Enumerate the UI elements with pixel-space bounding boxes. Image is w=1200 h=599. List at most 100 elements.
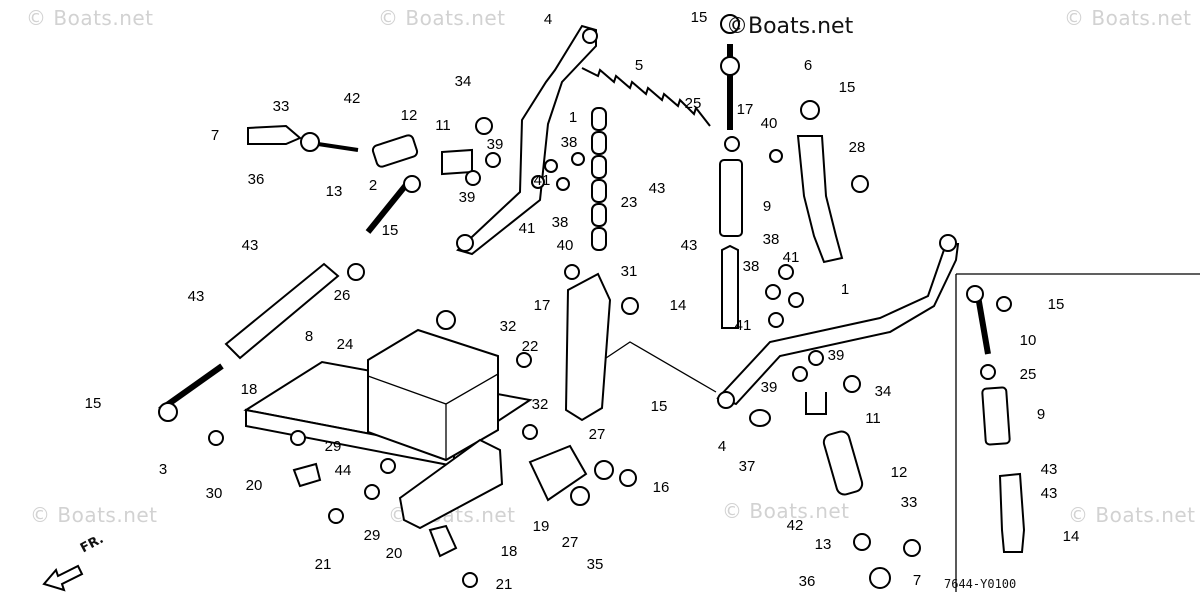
part-callout-41: 41 (735, 317, 752, 334)
part-callout-6: 6 (804, 57, 812, 74)
chain (591, 107, 607, 251)
part-callout-20: 20 (386, 545, 403, 562)
part-callout-28: 28 (849, 139, 866, 156)
part-callout-14: 14 (670, 297, 687, 314)
inset-rod-eye (966, 285, 984, 303)
part-callout-5: 5 (635, 57, 643, 74)
part-callout-39: 39 (487, 136, 504, 153)
part-callout-15: 15 (382, 222, 399, 239)
part-callout-25: 25 (1020, 366, 1037, 383)
part-callout-33: 33 (901, 494, 918, 511)
clevis-rod (721, 244, 739, 329)
part-callout-38: 38 (743, 258, 760, 275)
turnbuckle (719, 159, 743, 237)
part-callout-9: 9 (763, 198, 771, 215)
inset-frame (955, 273, 1200, 592)
part-callout-43: 43 (188, 288, 205, 305)
part-callout-39: 39 (761, 379, 778, 396)
brand-logo-text: ©Boats.net (726, 14, 854, 39)
part-callout-15: 15 (85, 395, 102, 412)
part-callout-16: 16 (653, 479, 670, 496)
part-callout-15: 15 (691, 9, 708, 26)
part-callout-1: 1 (569, 109, 577, 126)
part-callout-37: 37 (739, 458, 756, 475)
part-callout-30: 30 (206, 485, 223, 502)
part-callout-8: 8 (305, 328, 313, 345)
part-callout-21: 21 (315, 556, 332, 573)
watermark: © Boats.net (722, 499, 850, 523)
part-callout-38: 38 (552, 214, 569, 231)
eye-bolt-ring (403, 175, 421, 193)
lift-rod (224, 262, 340, 360)
part-callout-11: 11 (865, 410, 881, 427)
part-callout-43: 43 (649, 180, 666, 197)
watermark: © Boats.net (30, 503, 158, 527)
part-callout-36: 36 (248, 171, 265, 188)
part-callout-39: 39 (828, 347, 845, 364)
part-callout-31: 31 (621, 263, 638, 280)
part-callout-32: 32 (500, 318, 517, 335)
part-callout-35: 35 (587, 556, 604, 573)
part-callout-39: 39 (459, 189, 476, 206)
part-callout-2: 2 (369, 177, 377, 194)
part-callout-41: 41 (783, 249, 800, 266)
watermark: © Boats.net (378, 6, 506, 30)
part-callout-21: 21 (496, 576, 513, 593)
watermark: © Boats.net (26, 6, 154, 30)
part-callout-27: 27 (562, 534, 579, 551)
part-callout-40: 40 (761, 115, 778, 132)
part-callout-12: 12 (891, 464, 908, 481)
part-callout-22: 22 (522, 338, 539, 355)
watermark: © Boats.net (1064, 6, 1192, 30)
part-callout-10: 10 (1020, 332, 1037, 349)
part-callout-3: 3 (159, 461, 167, 478)
part-callout-38: 38 (763, 231, 780, 248)
part-callout-20: 20 (246, 477, 263, 494)
part-callout-42: 42 (344, 90, 361, 107)
hitch-frame (243, 328, 533, 530)
hardware (208, 14, 1012, 589)
part-callout-25: 25 (685, 95, 702, 112)
part-callout-7: 7 (913, 572, 921, 589)
inset-nut (980, 364, 996, 380)
part-callout-42: 42 (787, 517, 804, 534)
inset-clevis (998, 472, 1026, 553)
front-arrow-icon (42, 564, 84, 592)
part-callout-43: 43 (242, 237, 259, 254)
eye-bolt (365, 178, 413, 234)
lift-arm-plate (564, 272, 612, 422)
watermark: © Boats.net (1068, 503, 1196, 527)
diagram-code: 7644-Y0100 (944, 577, 1017, 591)
adjust-rod-eye (720, 56, 740, 76)
part-callout-33: 33 (273, 98, 290, 115)
part-callout-15: 15 (651, 398, 668, 415)
part-callout-17: 17 (534, 297, 551, 314)
adjust-assembly (796, 135, 844, 264)
spring (581, 67, 711, 127)
part-callout-4: 4 (544, 11, 552, 28)
part-callout-13: 13 (815, 536, 832, 553)
part-callout-44: 44 (335, 462, 352, 479)
lift-link-upper (456, 24, 597, 256)
part-callout-17: 17 (737, 101, 754, 118)
part-callout-38: 38 (561, 134, 578, 151)
inset-turnbuckle (981, 386, 1011, 446)
part-callout-43: 43 (681, 237, 698, 254)
rod-eye (158, 402, 178, 422)
part-callout-40: 40 (557, 237, 574, 254)
part-callout-34: 34 (455, 73, 472, 90)
assembly-leader (605, 341, 717, 393)
part-callout-11: 11 (435, 117, 451, 134)
part-callout-19: 19 (533, 518, 550, 535)
part-callout-36: 36 (799, 573, 816, 590)
part-callout-1: 1 (841, 281, 849, 298)
part-callout-26: 26 (334, 287, 351, 304)
part-callout-41: 41 (519, 220, 536, 237)
part-callout-18: 18 (241, 381, 258, 398)
lift-link-hole (717, 391, 735, 409)
inset-rod (975, 295, 991, 355)
part-callout-43: 43 (1041, 461, 1058, 478)
part-callout-9: 9 (1037, 406, 1045, 423)
